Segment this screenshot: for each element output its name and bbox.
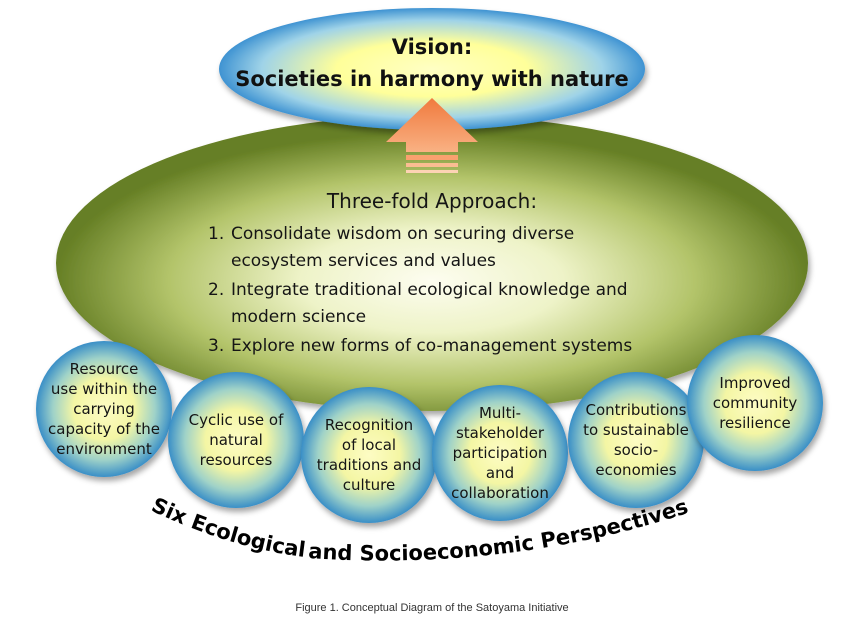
perspective-circle-text: Contributions (586, 401, 687, 419)
up-arrow-icon (386, 98, 478, 173)
approach-item-3-number: 3. (208, 336, 224, 356)
approach-title: Three-fold Approach: (326, 189, 537, 213)
approach-item-2-line-1: Integrate traditional ecological knowled… (231, 280, 628, 300)
perspective-circle-text: carrying (73, 400, 135, 418)
perspective-circle-text: Resource (70, 360, 139, 378)
vision-heading: Vision: (392, 35, 473, 59)
approach-item-1-line-2: ecosystem services and values (231, 251, 496, 271)
perspective-circle-text: economies (595, 461, 676, 479)
perspective-circle-4: Multi-stakeholder participation and collabo… (432, 385, 568, 521)
perspective-circle-text: resources (200, 451, 273, 469)
approach-item-2-line-2: modern science (231, 307, 366, 327)
perspective-circle-text: socio- (614, 441, 658, 459)
perspective-circle-5: Contributions to sustainable socio-economi… (568, 372, 704, 508)
perspective-circle-3: Recognition of local traditions and culture (301, 387, 437, 523)
perspective-circle-text: participation (453, 444, 548, 462)
perspective-circle-text: use within the (51, 380, 157, 398)
perspective-circle-shape (168, 372, 304, 508)
perspective-circle-text: stakeholder (456, 424, 545, 442)
perspective-circle-text: Improved (719, 374, 790, 392)
perspective-circle-text: to sustainable (583, 421, 689, 439)
perspective-circle-shape (432, 385, 568, 521)
vision-ellipse (219, 8, 645, 130)
approach-item-1-number: 1. (208, 224, 224, 244)
perspective-circle-text: traditions and (317, 456, 421, 474)
perspective-circle-text: community (713, 394, 798, 412)
perspective-circle-shape (36, 341, 172, 477)
perspective-circle-2: Cyclic use of natural resources (168, 372, 304, 508)
perspective-circle-text: collaboration (451, 484, 549, 502)
vision-statement: Societies in harmony with nature (235, 67, 629, 91)
perspective-circle-text: environment (56, 440, 152, 458)
perspective-circle-shape (568, 372, 704, 508)
perspective-circle-1: Resource use within the carrying capacity o… (36, 341, 172, 477)
perspective-circle-text: capacity of the (48, 420, 160, 438)
perspective-circle-text: Multi- (479, 404, 521, 422)
perspective-circle-text: Cyclic use of (189, 411, 284, 429)
perspective-circles: Resource use within the carrying capacity o… (36, 335, 823, 523)
perspective-circle-shape (687, 335, 823, 471)
perspective-circle-text: Recognition (325, 416, 413, 434)
approach-item-2-number: 2. (208, 280, 224, 300)
perspective-circle-text: resilience (719, 414, 791, 432)
perspective-circle-6: Improved community resilience (687, 335, 823, 471)
figure-caption: Figure 1. Conceptual Diagram of the Sato… (295, 602, 569, 614)
perspective-circle-text: natural (209, 431, 263, 449)
approach-item-3-line-1: Explore new forms of co-management syste… (231, 336, 632, 356)
perspective-circle-shape (301, 387, 437, 523)
approach-item-1-line-1: Consolidate wisdom on securing diverse (231, 224, 574, 244)
perspective-circle-text: culture (343, 476, 395, 494)
approach-ellipse (56, 115, 808, 411)
perspective-circle-text: of local (342, 436, 396, 454)
perspective-circle-text: and (486, 464, 514, 482)
